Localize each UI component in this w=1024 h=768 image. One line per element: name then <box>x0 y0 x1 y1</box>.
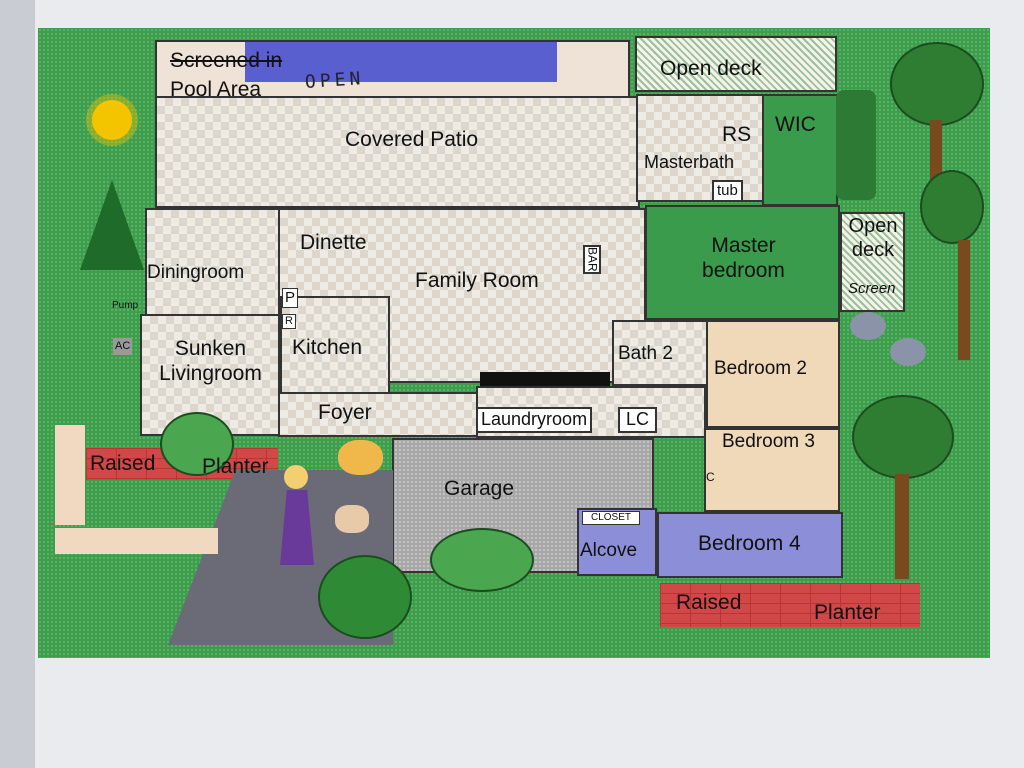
rose-bush-icon <box>836 90 876 200</box>
dinette-label: Dinette <box>300 231 367 254</box>
covered-patio-label: Covered Patio <box>345 128 479 151</box>
screened-in-label: Screened in <box>170 49 283 72</box>
walkway <box>55 425 85 525</box>
person-head-icon <box>284 465 308 489</box>
tree-icon <box>920 170 984 244</box>
kitchen-label: Kitchen <box>292 336 363 359</box>
kitchen <box>280 296 390 394</box>
bird-icon <box>890 338 926 366</box>
diningroom-label: Diningroom <box>147 262 245 283</box>
bedroom-4 <box>657 512 843 578</box>
open-handwritten: OPEN <box>304 67 365 94</box>
garage-label: Garage <box>444 477 515 500</box>
bedroom-3-label: Bedroom 3 <box>722 431 815 452</box>
walkway <box>55 528 218 554</box>
raised-planter-right-label-2: Planter <box>814 601 881 624</box>
sunken-livingroom-label: Sunken Livingroom <box>159 337 262 386</box>
palm-icon <box>430 528 534 592</box>
tree-trunk <box>930 120 942 180</box>
covered-patio <box>155 96 640 208</box>
masterbath <box>636 94 764 202</box>
laundryroom-label: Laundryroom <box>476 407 593 433</box>
closet-label: CLOSET <box>582 511 641 525</box>
ac-label: AC <box>113 338 133 356</box>
palm-icon <box>160 412 234 476</box>
open-deck-top <box>635 36 837 92</box>
open-deck-top-label: Open deck <box>660 57 762 80</box>
alcove-label: Alcove <box>580 540 638 561</box>
bedroom-3 <box>704 428 840 512</box>
bush-icon <box>318 555 412 639</box>
foyer <box>278 392 478 437</box>
tree-trunk <box>958 240 970 360</box>
foyer-label: Foyer <box>318 401 372 424</box>
raised-planter-left-label-1: Raised <box>90 452 156 475</box>
screen-handwritten: Screen <box>848 280 896 297</box>
lc-label: LC <box>618 407 658 433</box>
tub-label: tub <box>712 180 743 202</box>
refrigerator-label: R <box>282 314 296 330</box>
bedroom-4-label: Bedroom 4 <box>698 532 801 555</box>
bath-2-label: Bath 2 <box>618 343 673 364</box>
tree-icon <box>890 42 984 126</box>
pantry-label: P <box>282 288 299 308</box>
pool-area-label: Pool Area <box>170 78 262 101</box>
bedroom-2-label: Bedroom 2 <box>714 358 807 379</box>
bar-label: BAR <box>583 245 602 274</box>
bedroom-2 <box>706 320 840 428</box>
wic-label: WIC <box>775 113 816 136</box>
master-bedroom <box>645 205 840 320</box>
bird-icon <box>850 312 886 340</box>
tree-icon <box>852 395 954 479</box>
cat-icon <box>338 440 383 475</box>
family-room-label: Family Room <box>415 269 539 292</box>
dog-icon <box>335 505 369 533</box>
pine-tree-icon <box>80 180 144 270</box>
pool-pump-label: Pump <box>112 300 139 311</box>
rs-label: RS <box>722 123 752 146</box>
master-bedroom-label: Master bedroom <box>702 234 785 283</box>
pool <box>245 42 557 82</box>
masterbath-label: Masterbath <box>644 152 735 172</box>
tree-trunk <box>895 474 909 579</box>
open-deck-side-label: Open deck <box>848 215 898 261</box>
wall-segment <box>480 372 610 386</box>
raised-planter-left-label-2: Planter <box>202 455 269 478</box>
open-deck-side <box>840 212 905 312</box>
sunken-livingroom <box>140 314 280 436</box>
closet-c-label: C <box>706 470 715 484</box>
sun-icon <box>92 100 132 140</box>
raised-planter-right <box>660 583 920 627</box>
raised-planter-right-label-1: Raised <box>676 591 742 614</box>
wic <box>762 94 838 206</box>
diningroom <box>145 208 280 316</box>
